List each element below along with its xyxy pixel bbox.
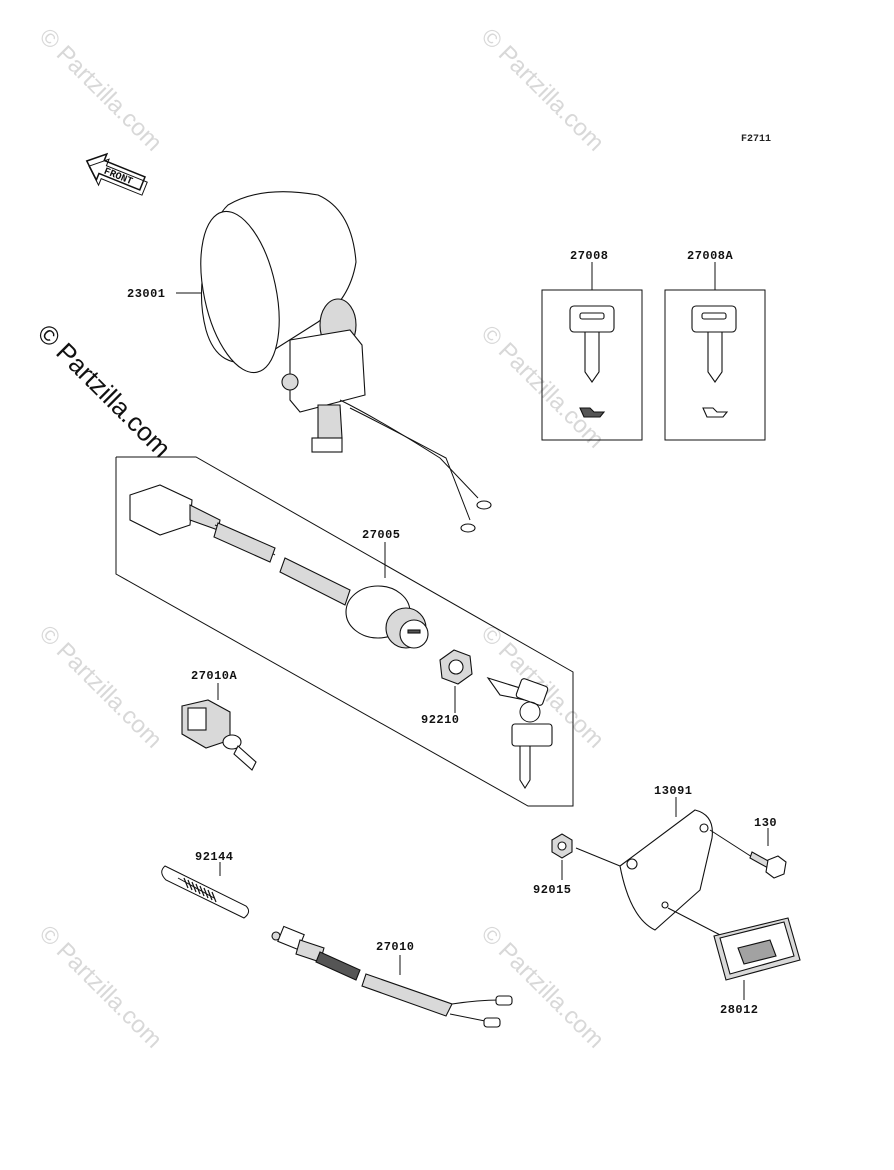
nut: 92210 <box>421 649 473 727</box>
main-watermark: © Partzilla.com <box>32 318 177 463</box>
watermark: © Partzilla.com <box>476 23 609 156</box>
watermark: © Partzilla.com <box>34 23 167 156</box>
nut-label: 92210 <box>421 713 460 727</box>
ignition-switch-label: 27005 <box>362 528 401 542</box>
bolt: 130 <box>749 816 787 879</box>
headlight-label: 23001 <box>127 287 166 301</box>
bolt-label: 130 <box>754 816 777 830</box>
key-box-b: 27008A <box>664 249 766 441</box>
collar: 92015 <box>533 833 621 897</box>
watermark: © Partzilla.com <box>34 920 167 1053</box>
watermark: © Partzilla.com <box>476 920 609 1053</box>
watermark: © Partzilla.com <box>34 620 167 753</box>
toggle-switch-label: 27010A <box>191 669 238 683</box>
toggle-switch: 27010A <box>181 669 257 771</box>
front-arrow-icon: FRONT <box>85 152 148 196</box>
key-b-label: 27008A <box>687 249 734 263</box>
key-a-label: 27008 <box>570 249 609 263</box>
collar-label: 92015 <box>533 883 572 897</box>
ignition-switch-group: 27005 <box>115 456 574 807</box>
spring-label: 92144 <box>195 850 234 864</box>
key-box-a: 27008 <box>541 249 643 441</box>
plate: 28012 <box>667 907 801 1017</box>
bracket-label: 13091 <box>654 784 693 798</box>
bracket: 13091 <box>619 784 753 931</box>
spring: 92144 <box>161 850 250 919</box>
headlight: 23001 <box>127 191 492 533</box>
stop-switch-label: 27010 <box>376 940 415 954</box>
figure-code: F2711 <box>741 134 771 145</box>
stop-switch: 27010 <box>271 925 513 1028</box>
key-ring <box>486 676 553 790</box>
plate-label: 28012 <box>720 1003 759 1017</box>
